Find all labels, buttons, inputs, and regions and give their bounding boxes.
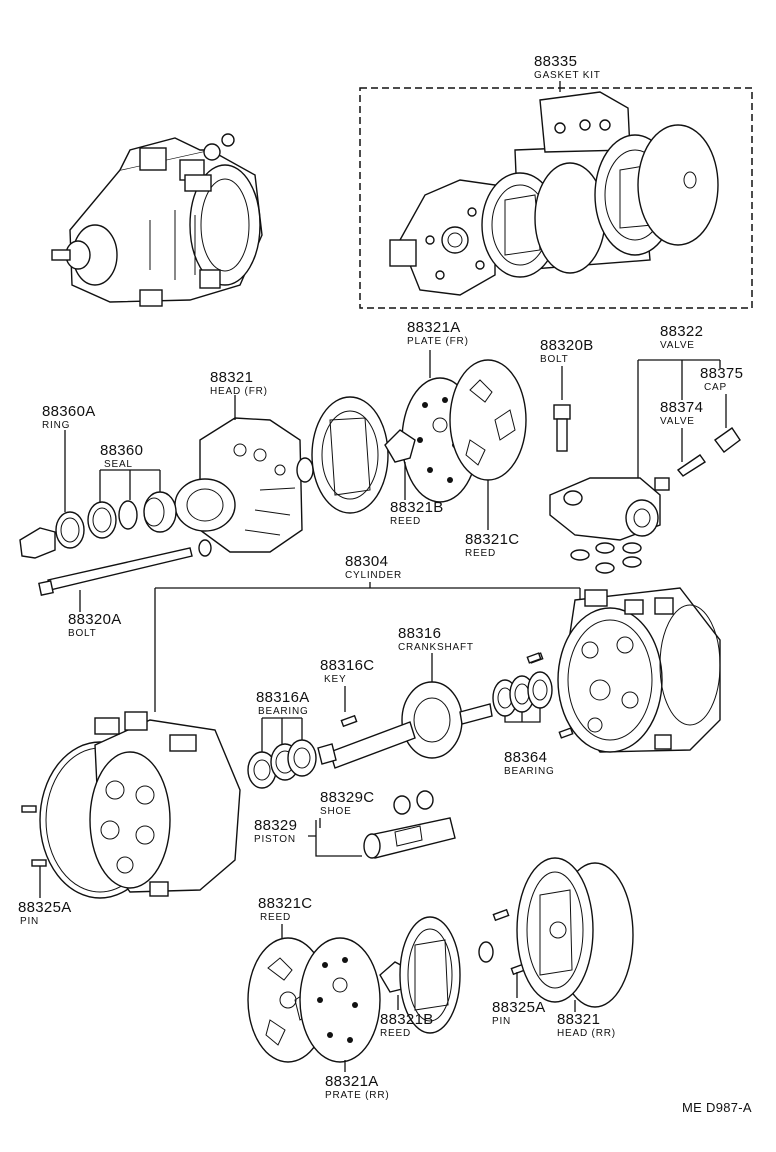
cylinder-caption: CYLINDER — [345, 570, 402, 581]
front-cylinder-illustration: 88325A PIN — [18, 711, 241, 927]
crankshaft-group: 88316 CRANKSHAFT 88316C KEY 88316A BEARI… — [247, 625, 555, 789]
rear-cylinder-illustration — [528, 587, 721, 753]
rear-plate-reed-group: 88321C REED 88321A PRATE (RR) 88321B REE… — [247, 857, 634, 1101]
shoe-caption: SHOE — [320, 806, 352, 817]
piston-number: 88329 — [254, 817, 297, 834]
bearing-a-number: 88316A — [256, 689, 310, 706]
front-head-group: 88321 HEAD (FR) 88360A RING 88360 SEAL 8… — [19, 369, 314, 639]
plate-fr-number: 88321A — [407, 319, 461, 336]
plate-rr-caption: PRATE (RR) — [325, 1090, 389, 1101]
reed-c-top-number: 88321C — [465, 531, 519, 548]
gasket-kit-number: 88335 — [534, 53, 577, 70]
crankshaft-caption: CRANKSHAFT — [398, 642, 474, 653]
head-fr-number: 88321 — [210, 369, 253, 386]
reed-c-bottom-caption: REED — [260, 912, 291, 923]
cap-number: 88375 — [700, 365, 743, 382]
head-rr-number: 88321 — [557, 1011, 600, 1028]
bolt-b-group: 88320B BOLT — [540, 337, 594, 452]
gasket-kit-boundary — [359, 87, 753, 309]
pin-right-number: 88325A — [492, 999, 546, 1016]
pin-left-number: 88325A — [18, 899, 72, 916]
crankshaft-number: 88316 — [398, 625, 441, 642]
seal-caption: SEAL — [104, 459, 133, 470]
gasket-kit-caption: GASKET KIT — [534, 70, 601, 81]
pin-left-caption: PIN — [20, 916, 39, 927]
plate-rr-number: 88321A — [325, 1073, 379, 1090]
gasket-kit-group: 88335 GASKET KIT — [359, 53, 753, 309]
cap-caption: CAP — [704, 382, 727, 393]
cylinder-number: 88304 — [345, 553, 388, 570]
key-number: 88316C — [320, 657, 374, 674]
plate-fr-caption: PLATE (FR) — [407, 336, 469, 347]
shoe-number: 88329C — [320, 789, 374, 806]
head-rr-caption: HEAD (RR) — [557, 1028, 616, 1039]
ring-number: 88360A — [42, 403, 96, 420]
piston-caption: PISTON — [254, 834, 296, 845]
valve-caption: VALVE — [660, 340, 695, 351]
bearing-a-caption: BEARING — [258, 706, 309, 717]
assembled-compressor-illustration — [51, 133, 263, 307]
seal-number: 88360 — [100, 442, 143, 459]
ring-caption: RING — [42, 420, 70, 431]
bolt-b-caption: BOLT — [540, 354, 569, 365]
diagram-code: ME D987-A — [682, 1100, 752, 1115]
bolt-a-number: 88320A — [68, 611, 122, 628]
reed-b-top-number: 88321B — [390, 499, 444, 516]
valve-number: 88322 — [660, 323, 703, 340]
cylinder-label-group: 88304 CYLINDER — [154, 553, 581, 712]
head-fr-caption: HEAD (FR) — [210, 386, 268, 397]
bolt-a-caption: BOLT — [68, 628, 97, 639]
piston-group: 88329C SHOE 88329 PISTON — [254, 789, 456, 859]
bolt-b-number: 88320B — [540, 337, 594, 354]
reed-c-top-caption: REED — [465, 548, 496, 559]
reed-b-top-caption: REED — [390, 516, 421, 527]
pin-right-caption: PIN — [492, 1016, 511, 1027]
bearing-364-number: 88364 — [504, 749, 547, 766]
front-plate-reed-group: 88321A PLATE (FR) 88321B REED 88321C REE… — [311, 319, 527, 559]
reed-b-bottom-number: 88321B — [380, 1011, 434, 1028]
key-caption: KEY — [324, 674, 346, 685]
reed-c-bottom-number: 88321C — [258, 895, 312, 912]
bearing-364-caption: BEARING — [504, 766, 555, 777]
valve-sub-number: 88374 — [660, 399, 703, 416]
valve-group: 88322 VALVE 88375 CAP 88374 VALVE — [549, 323, 743, 574]
valve-sub-caption: VALVE — [660, 416, 695, 427]
reed-b-bottom-caption: REED — [380, 1028, 411, 1039]
